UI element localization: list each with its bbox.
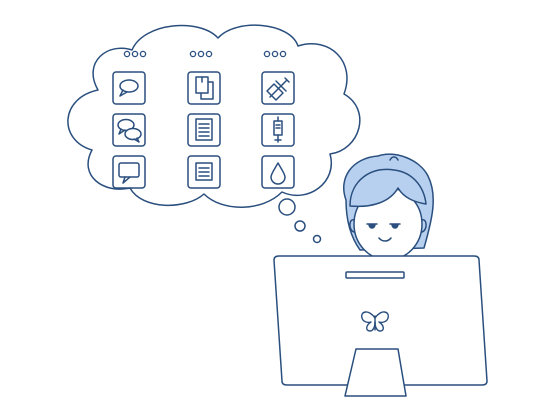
ear-right [421, 219, 427, 233]
message-icon [118, 162, 140, 184]
app-tile-notes [187, 155, 221, 189]
app-tile-drop [261, 155, 295, 189]
app-tile-copy [187, 71, 221, 105]
cloud-outline [67, 24, 361, 208]
document-icon [195, 118, 213, 141]
iv-bag-icon [273, 116, 283, 143]
monitor-screen [273, 255, 488, 386]
mouth [378, 237, 392, 242]
ear-left [349, 219, 355, 233]
app-tile-conversation [112, 113, 146, 147]
hair-top-detail [389, 156, 399, 161]
app-tile-syringe [261, 71, 295, 105]
syringe-icon [266, 77, 290, 101]
copy-documents-icon [195, 76, 214, 100]
thought-bubble-medium [294, 220, 306, 232]
thought-bubble-large [278, 198, 296, 216]
thought-bubble-small [312, 234, 322, 244]
notes-icon [195, 162, 213, 181]
drop-icon [270, 162, 286, 185]
monitor [273, 255, 488, 397]
monitor-top-bar [345, 271, 405, 279]
eye-right [391, 224, 399, 229]
person [343, 153, 434, 261]
thought-cloud [67, 24, 361, 244]
eye-left [368, 224, 376, 229]
monitor-stand [344, 348, 407, 397]
window-dots-right [263, 50, 287, 58]
app-tile-document [187, 113, 221, 147]
chat-bubble-icon [119, 79, 139, 97]
hair-fringe [349, 168, 427, 208]
window-dots-left [123, 50, 147, 58]
conversation-icon [117, 118, 142, 143]
app-tile-chat [112, 71, 146, 105]
app-tile-iv-bag [261, 113, 295, 147]
window-dots-center [189, 50, 213, 58]
butterfly-icon [361, 311, 389, 332]
app-tile-message [112, 155, 146, 189]
